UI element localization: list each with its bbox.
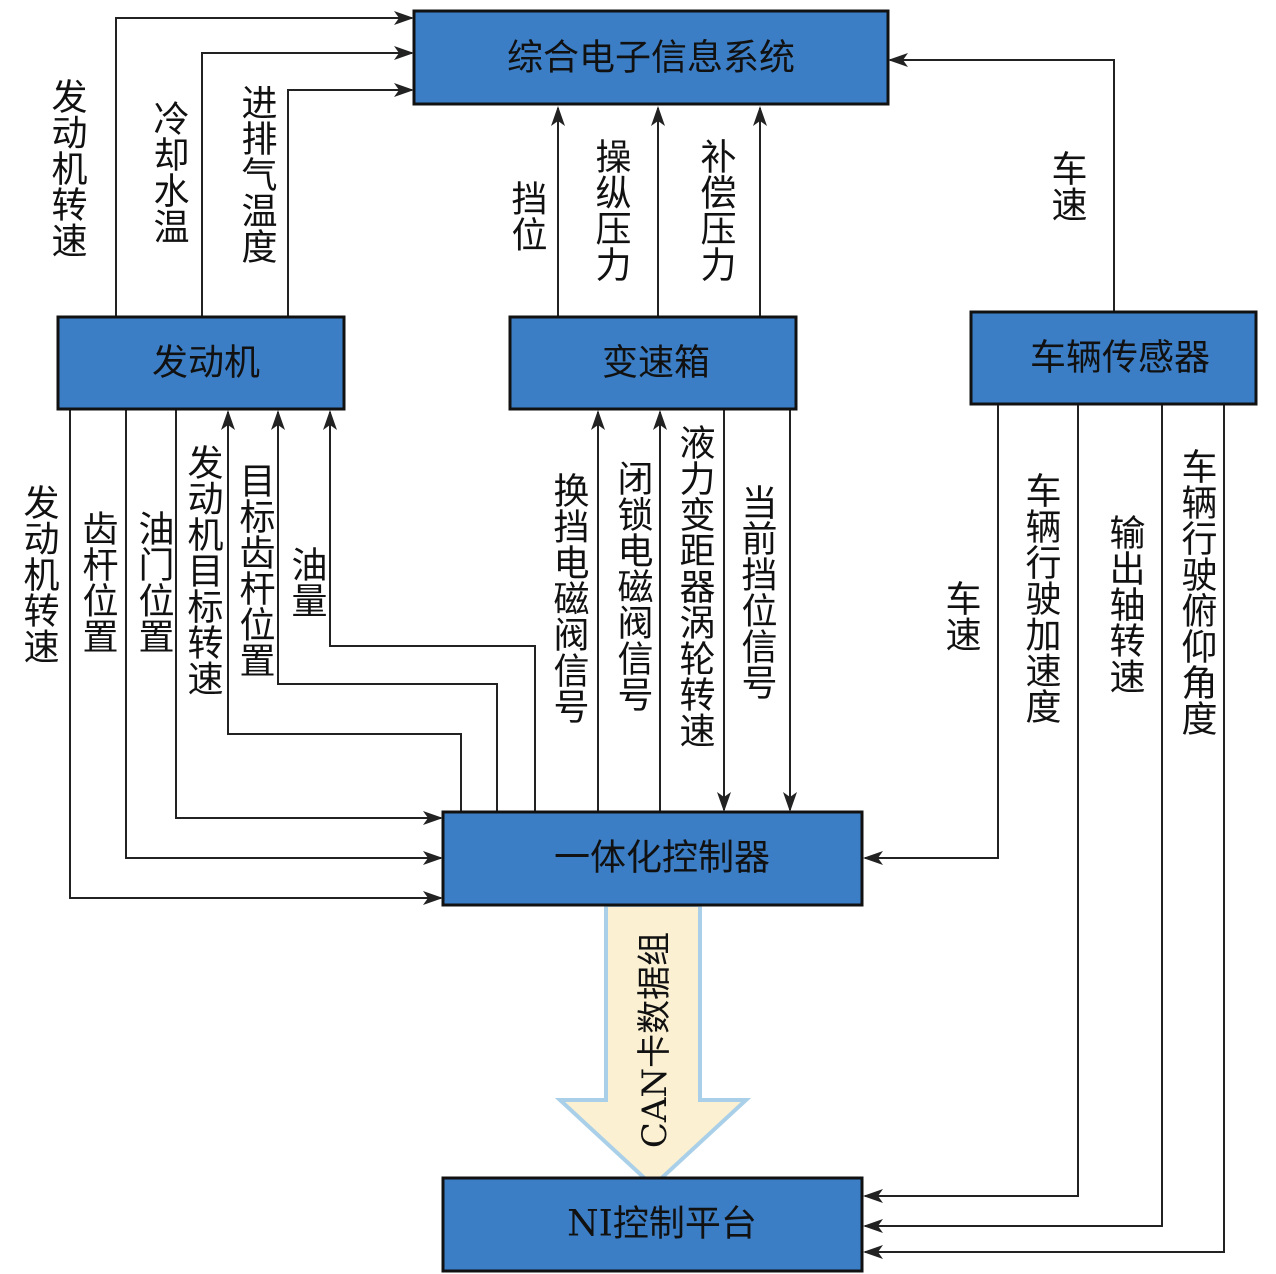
label-engine-speed-down: 发动机转速 <box>18 484 59 664</box>
ni-platform-box: NI控制平台 <box>441 1176 864 1273</box>
label-vehicle-accel: 车辆行驶加速度 <box>1020 472 1062 724</box>
engine-box: 发动机 <box>56 315 346 411</box>
ni-platform-label: NI控制平台 <box>567 1204 757 1245</box>
info-system-box: 综合电子信息系统 <box>412 9 890 106</box>
label-comp-pressure: 补偿压力 <box>695 138 737 282</box>
gearbox-label: 变速箱 <box>602 343 710 384</box>
label-fuel-amount: 油量 <box>286 546 327 618</box>
info-system-label: 综合电子信息系统 <box>507 38 795 79</box>
label-coolant-temp: 冷却水温 <box>148 100 189 244</box>
label-vehicle-speed-up: 车速 <box>1046 150 1087 222</box>
engine-label: 发动机 <box>152 343 260 384</box>
label-control-pressure: 操纵压力 <box>590 138 631 282</box>
vehicle-sensor-label: 车辆传感器 <box>1030 338 1210 379</box>
label-throttle-pos: 油门位置 <box>133 510 174 654</box>
wire-engine-speed-up <box>115 11 414 316</box>
label-lever-pos: 齿杆位置 <box>77 510 118 654</box>
wire-lever-pos <box>125 410 443 865</box>
label-gear-up: 挡位 <box>506 180 547 252</box>
can-data-label: CAN卡数据组 <box>635 932 675 1148</box>
label-exhaust-temp: 进排气温度 <box>236 84 277 264</box>
label-lockup-valve: 闭锁电磁阀信号 <box>612 460 654 712</box>
label-target-lever-pos: 目标齿杆位置 <box>234 462 276 678</box>
wire-vehicle-accel <box>863 405 1079 1203</box>
wire-engine-target-speed <box>221 410 462 812</box>
label-engine-target-speed: 发动机目标转速 <box>182 444 224 696</box>
wire-target-lever-pos <box>271 410 498 812</box>
label-engine-speed-up: 发动机转速 <box>46 78 87 258</box>
label-current-gear: 当前挡位信号 <box>736 484 777 700</box>
vehicle-sensor-box: 车辆传感器 <box>969 310 1258 406</box>
controller-label: 一体化控制器 <box>554 838 770 879</box>
wire-throttle-pos <box>175 410 443 825</box>
wire-output-shaft-speed <box>863 405 1163 1233</box>
label-shift-valve: 换挡电磁阀信号 <box>548 472 590 724</box>
can-data-arrow <box>554 903 752 1189</box>
label-vehicle-speed-down: 车速 <box>940 580 981 652</box>
wire-pitch-angle <box>863 405 1225 1259</box>
wire-vehicle-speed-up <box>888 53 1115 311</box>
label-turbine-speed: 液力变距器涡轮转速 <box>674 424 715 748</box>
gearbox-box: 变速箱 <box>508 315 798 411</box>
wire-exhaust-temp <box>287 83 414 316</box>
label-pitch-angle: 车辆行驶俯仰角度 <box>1176 448 1218 736</box>
wire-fuel-amount <box>323 410 536 812</box>
label-output-shaft-speed: 输出轴转速 <box>1104 514 1145 694</box>
wire-engine-speed-down <box>69 410 443 905</box>
wire-vehicle-speed-down <box>863 405 999 865</box>
controller-box: 一体化控制器 <box>441 810 864 907</box>
wire-coolant-temp <box>201 46 414 316</box>
